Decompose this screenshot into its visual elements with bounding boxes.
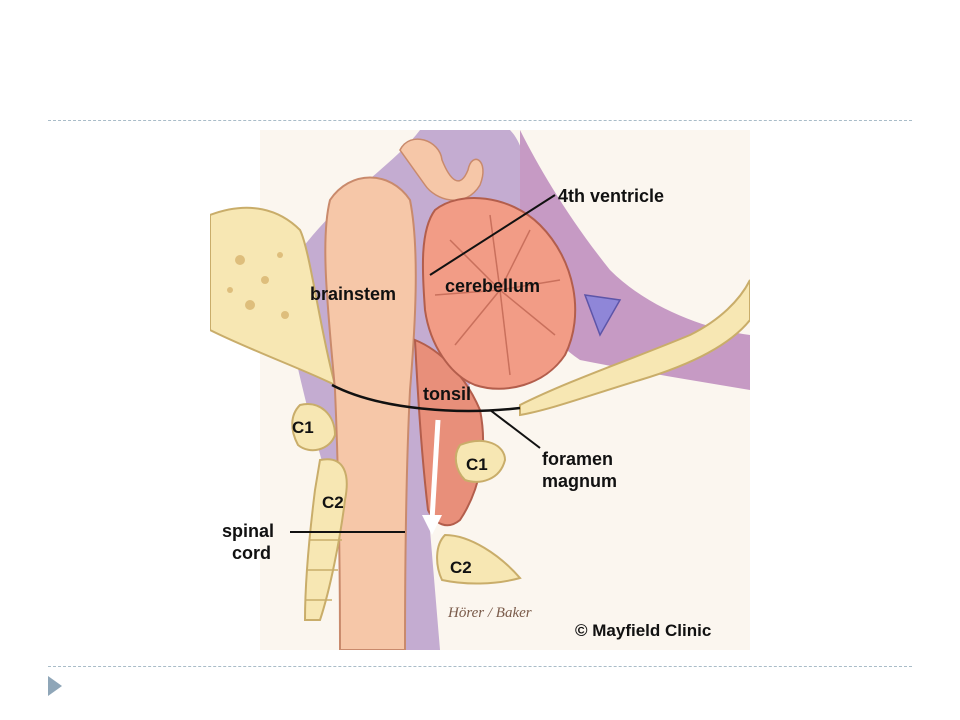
label-brainstem: brainstem (310, 284, 396, 304)
label-c1-right: C1 (466, 455, 488, 474)
label-c2-left: C2 (322, 493, 344, 512)
copyright-text: © Mayfield Clinic (575, 621, 711, 640)
brainstem-shape (324, 176, 417, 650)
ventricle-leader (429, 194, 556, 276)
label-spinal: spinal (222, 521, 274, 541)
occipital-bone (519, 279, 750, 417)
artist-signature: Hörer / Baker (447, 605, 532, 621)
label-c1-left: C1 (292, 418, 314, 437)
foramen-leader (489, 409, 541, 449)
top-divider (48, 120, 912, 121)
herniation-arrow-icon (422, 419, 442, 535)
label-foramen: foramen (542, 449, 613, 469)
bottom-divider (48, 666, 912, 667)
label-cerebellum: cerebellum (445, 276, 540, 296)
bone-texture-left (227, 252, 289, 319)
c1-posterior (454, 440, 507, 483)
chiari-malformation-illustration: 4th ventricle brainstem cerebellum tonsi… (210, 130, 750, 650)
label-magnum: magnum (542, 471, 617, 491)
foramen-magnum-line (331, 383, 521, 413)
label-cord: cord (232, 543, 271, 563)
clivus-bone (210, 206, 337, 387)
label-c2-right: C2 (450, 558, 472, 577)
c2-posterior (436, 533, 522, 585)
triangle-bullet-icon (48, 676, 62, 696)
vertebra-segments (305, 539, 342, 601)
posterior-dura (520, 130, 750, 390)
label-4th-ventricle: 4th ventricle (558, 186, 664, 206)
sinus (583, 294, 622, 337)
label-tonsil: tonsil (423, 384, 471, 404)
c1-anterior (291, 403, 337, 452)
